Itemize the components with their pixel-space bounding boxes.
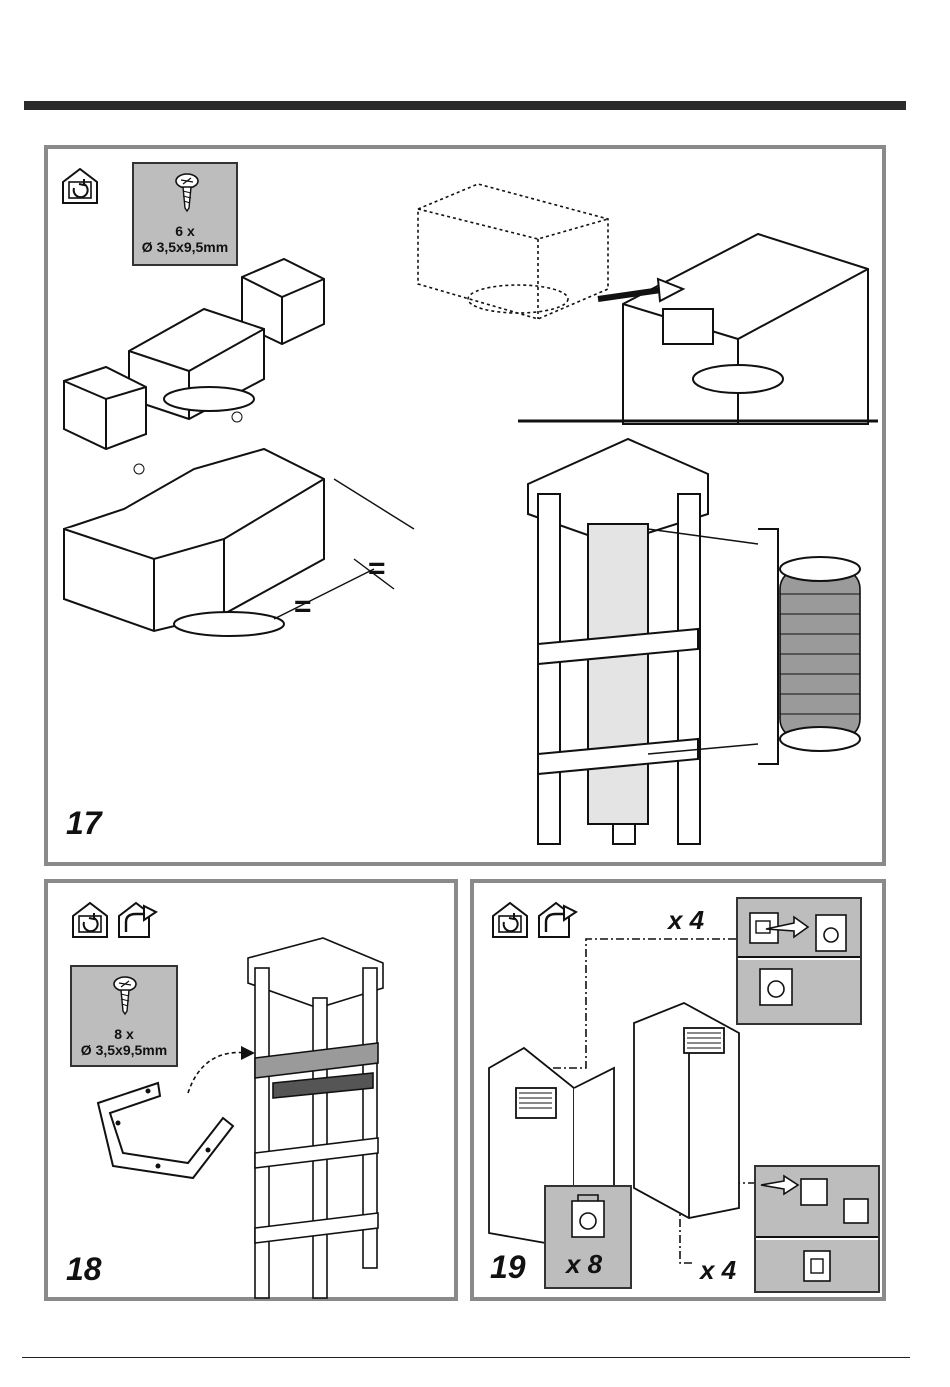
step-18-panel: 8 x Ø 3,5x9,5mm 18 (44, 879, 458, 1301)
step-number-17: 17 (66, 805, 102, 842)
screw-icon (174, 172, 200, 212)
screw-kit-box: 6 x Ø 3,5x9,5mm (132, 162, 238, 266)
screw-kit-box: 8 x Ø 3,5x9,5mm (70, 965, 178, 1067)
step-number-19: 19 (490, 1249, 526, 1286)
step-17-panel: 6 x Ø 3,5x9,5mm = = (44, 145, 886, 866)
screw-spec: Ø 3,5x9,5mm (134, 240, 236, 255)
clip-count-total: x 8 (566, 1249, 602, 1280)
clip-nut-icon (756, 1167, 878, 1291)
recirculation-house-icon (70, 900, 110, 940)
recirculation-house-icon (60, 166, 100, 206)
screw-qty: 8 x (72, 1027, 176, 1042)
step-number-18: 18 (66, 1251, 102, 1288)
chimney-frame-illustration (518, 434, 878, 844)
ceiling-frame-illustration (408, 179, 878, 429)
chimney-frame-illustration (233, 938, 413, 1298)
bottom-rule (22, 1357, 910, 1358)
equal-sign-a: = (368, 559, 386, 579)
screw-icon (112, 975, 138, 1015)
top-rule (24, 101, 906, 110)
equal-sign-b: = (294, 597, 312, 617)
screw-qty: 6 x (134, 224, 236, 239)
clip-nut-icon (566, 1193, 610, 1243)
step-19-panel: x 4 (470, 879, 886, 1301)
clip-total-box: x 8 (544, 1185, 632, 1289)
screw-spec: Ø 3,5x9,5mm (72, 1043, 176, 1058)
clip-slide-box (754, 1165, 880, 1293)
clip-count-bottom: x 4 (700, 1255, 736, 1286)
ducted-house-icon (116, 896, 160, 940)
